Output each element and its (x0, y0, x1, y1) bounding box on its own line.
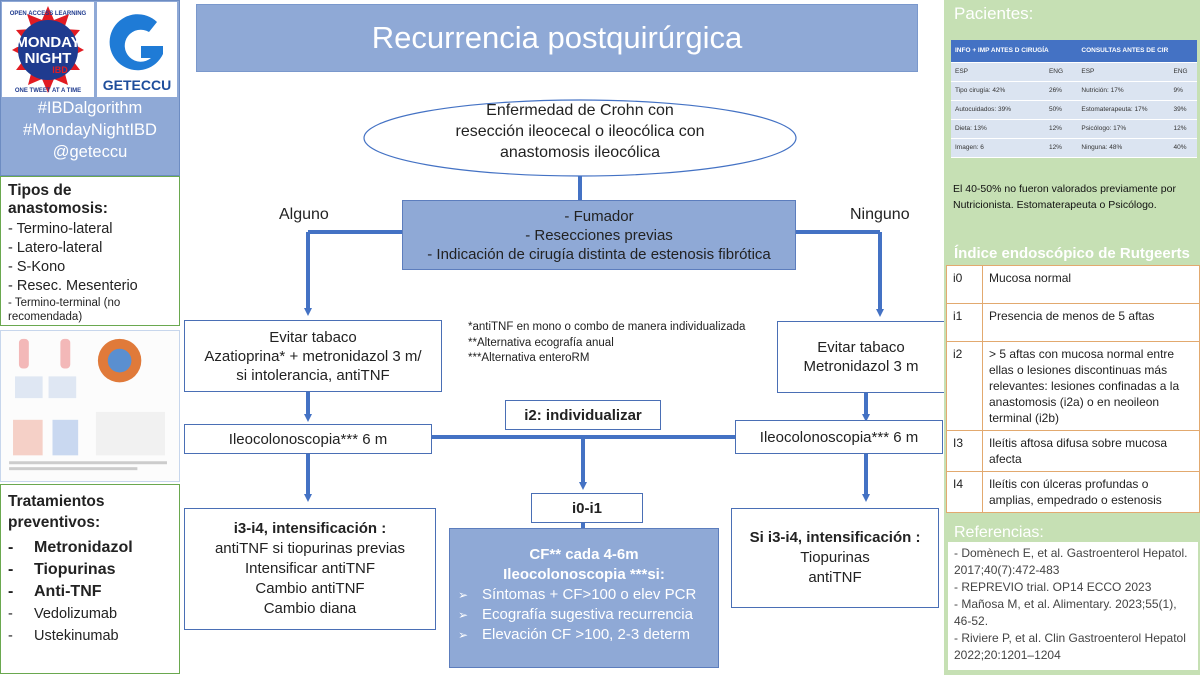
pacientes-title: Pacientes: (954, 4, 1033, 24)
referencias-list: - Domènech E, et al. Gastroenterol Hepat… (948, 542, 1198, 670)
cf-head-2: Ileocolonoscopia ***si: (458, 565, 710, 585)
anastomosis-item: - Termino-terminal (no recomendada) (8, 296, 172, 324)
footnotes: *antiTNF en mono o combo de manera indiv… (468, 320, 745, 367)
treatment-item: -Metronidazol (8, 537, 172, 559)
left-intensification-box: i3-i4, intensificación : antiTNF si tiop… (184, 508, 436, 630)
anastomosis-item: - S-Kono (8, 258, 172, 277)
anastomosis-figure-thumbnail (0, 330, 180, 482)
table-header-cell: CONSULTAS ANTES DE CIR (1077, 40, 1197, 62)
anastomosis-title: Tipos de anastomosis: (8, 182, 172, 218)
anastomosis-panel: Tipos de anastomosis: - Termino-lateral … (0, 176, 180, 326)
logo1-sub-text: ONE TWEET AT A TIME (15, 88, 81, 94)
reference-item: - REPREVIO trial. OP14 ECCO 2023 (954, 579, 1192, 596)
rutgeerts-title: Índice endoscópico de Rutgeerts (954, 245, 1190, 262)
hashtag-ibdalgorithm[interactable]: #IBDalgorithm (0, 97, 180, 119)
arrow-bullet-icon: ➢ (458, 585, 482, 605)
cf-monitoring-box: CF** cada 4-6m Ileocolonoscopia ***si: ➢… (449, 528, 719, 668)
risk-factors-box: - Fumador - Resecciones previas - Indica… (402, 200, 796, 270)
table-row: Dieta: 13%12% Psicólogo: 17%12% (951, 119, 1197, 138)
table-header-cell: INFO + IMP ANTES D CIRUGÍA (951, 40, 1077, 62)
treatment-item: -Tiopurinas (8, 559, 172, 581)
pacientes-note: El 40-50% no fueron valorados previament… (953, 181, 1197, 213)
referencias-title: Referencias: (954, 524, 1044, 542)
anastomosis-item: - Termino-lateral (8, 220, 172, 239)
treatment-item: -Ustekinumab (8, 625, 172, 647)
right-intens-title: Si i3-i4, intensificación : (750, 528, 921, 548)
page-title: Recurrencia postquirúrgica (196, 4, 918, 72)
anastomosis-item: - Resec. Mesenterio (8, 277, 172, 296)
cf-criterion: ➢Elevación CF >100, 2-3 determ (458, 625, 710, 645)
table-row: Autocuidados: 39%50% Estomaterapeuta: 17… (951, 100, 1197, 119)
cf-criterion: ➢Ecografía sugestiva recurrencia (458, 605, 710, 625)
pacientes-table: INFO + IMP ANTES D CIRUGÍA CONSULTAS ANT… (951, 40, 1197, 158)
i2-individualizar-box: i2: individualizar (505, 400, 661, 430)
cf-head-1: CF** cada 4-6m (458, 545, 710, 565)
cf-criterion: ➢Síntomas + CF>100 o elev PCR (458, 585, 710, 605)
logo1-monday-text: MONDAY (15, 34, 80, 51)
table-row: i2> 5 aftas con mucosa normal entre ella… (947, 342, 1200, 431)
ninguno-label: Ninguno (850, 206, 910, 224)
table-row: INFO + IMP ANTES D CIRUGÍA CONSULTAS ANT… (951, 40, 1197, 62)
right-treatment-box: Evitar tabaco Metronidazol 3 m (777, 321, 945, 393)
left-treatment-box: Evitar tabaco Azatioprina* + metronidazo… (184, 320, 442, 392)
table-row: Tipo cirugía: 42%26% Nutrición: 17%9% (951, 81, 1197, 100)
treatments-list: -Metronidazol -Tiopurinas -Anti-TNF -Ved… (8, 537, 172, 647)
arrow-bullet-icon: ➢ (458, 605, 482, 625)
treatment-item: -Anti-TNF (8, 581, 172, 603)
risk-factor: - Indicación de cirugía distinta de este… (427, 245, 771, 264)
risk-factor: - Fumador (564, 207, 633, 226)
treatments-panel: Tratamientos preventivos: -Metronidazol … (0, 484, 180, 674)
logo2-name-text: GETECCU (103, 77, 171, 93)
right-intensification-box: Si i3-i4, intensificación : Tiopurinas a… (731, 508, 939, 608)
hashtags-block: #IBDalgorithm #MondayNightIBD @geteccu (0, 97, 180, 163)
treatment-item: -Vedolizumab (8, 603, 172, 625)
risk-factor: - Resecciones previas (525, 226, 673, 245)
reference-item: - Mañosa M, et al. Alimentary. 2023;55(1… (954, 596, 1192, 630)
logo1-ibd-text: IBD (52, 65, 68, 75)
hashtag-mondaynightibd[interactable]: #MondayNightIBD (0, 119, 180, 141)
logo1-top-text: OPEN ACCESS LEARNING (10, 11, 87, 17)
reference-item: - Riviere P, et al. Clin Gastroenterol H… (954, 630, 1192, 664)
right-ileocolonoscopy-box: Ileocolonoscopia*** 6 m (735, 420, 943, 454)
alguno-label: Alguno (279, 206, 329, 224)
arrow-bullet-icon: ➢ (458, 625, 482, 645)
crohn-ellipse-text: Enfermedad de Crohn con resección ileoce… (362, 100, 798, 163)
left-ileocolonoscopy-box: Ileocolonoscopia*** 6 m (184, 424, 432, 454)
left-intens-title: i3-i4, intensificación : (234, 519, 387, 539)
geteccu-logo: G GETECCU (97, 2, 177, 97)
anastomosis-item: - Latero-lateral (8, 239, 172, 258)
handle-geteccu[interactable]: @geteccu (0, 141, 180, 163)
reference-item: - Domènech E, et al. Gastroenterol Hepat… (954, 545, 1192, 579)
treatments-title: Tratamientos preventivos: (8, 491, 172, 533)
monday-night-ibd-logo: OPEN ACCESS LEARNING MONDAY NIGHT IBD ON… (2, 2, 94, 97)
i0-i1-box: i0-i1 (531, 493, 643, 523)
